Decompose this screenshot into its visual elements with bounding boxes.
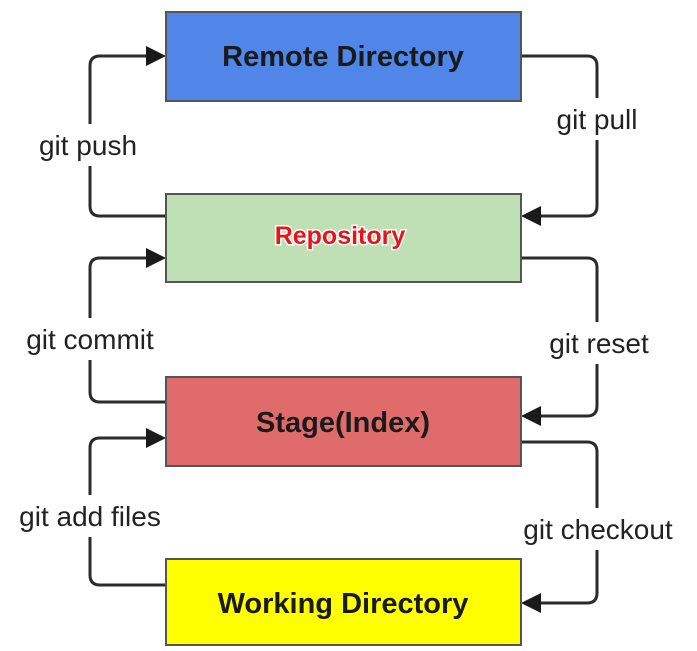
git-commit-label: git commit (26, 324, 154, 355)
working-directory-label: Working Directory (218, 588, 469, 620)
git-reset-arrow-icon (521, 406, 541, 426)
git-push-arrow-icon (146, 46, 166, 66)
git-add-files-label: git add files (19, 501, 161, 532)
git-pull-arrow-icon (521, 206, 541, 226)
git-commit-arrow-icon (146, 248, 166, 268)
stage-index-box (165, 376, 522, 467)
remote-directory-label: Remote Directory (222, 41, 464, 73)
git-pull-label: git pull (557, 104, 638, 135)
git-push-label: git push (39, 130, 137, 161)
working-directory-box (165, 558, 522, 646)
stage-index-label: Stage(Index) (256, 407, 430, 439)
git-checkout-label: git checkout (523, 514, 673, 545)
repository-label: Repository (275, 222, 406, 250)
repository-box (165, 193, 522, 283)
remote-directory-box (165, 11, 522, 102)
git-add-files-arrow-icon (146, 428, 166, 448)
git-reset-label: git reset (549, 328, 649, 359)
git-checkout-arrow-icon (521, 593, 541, 613)
